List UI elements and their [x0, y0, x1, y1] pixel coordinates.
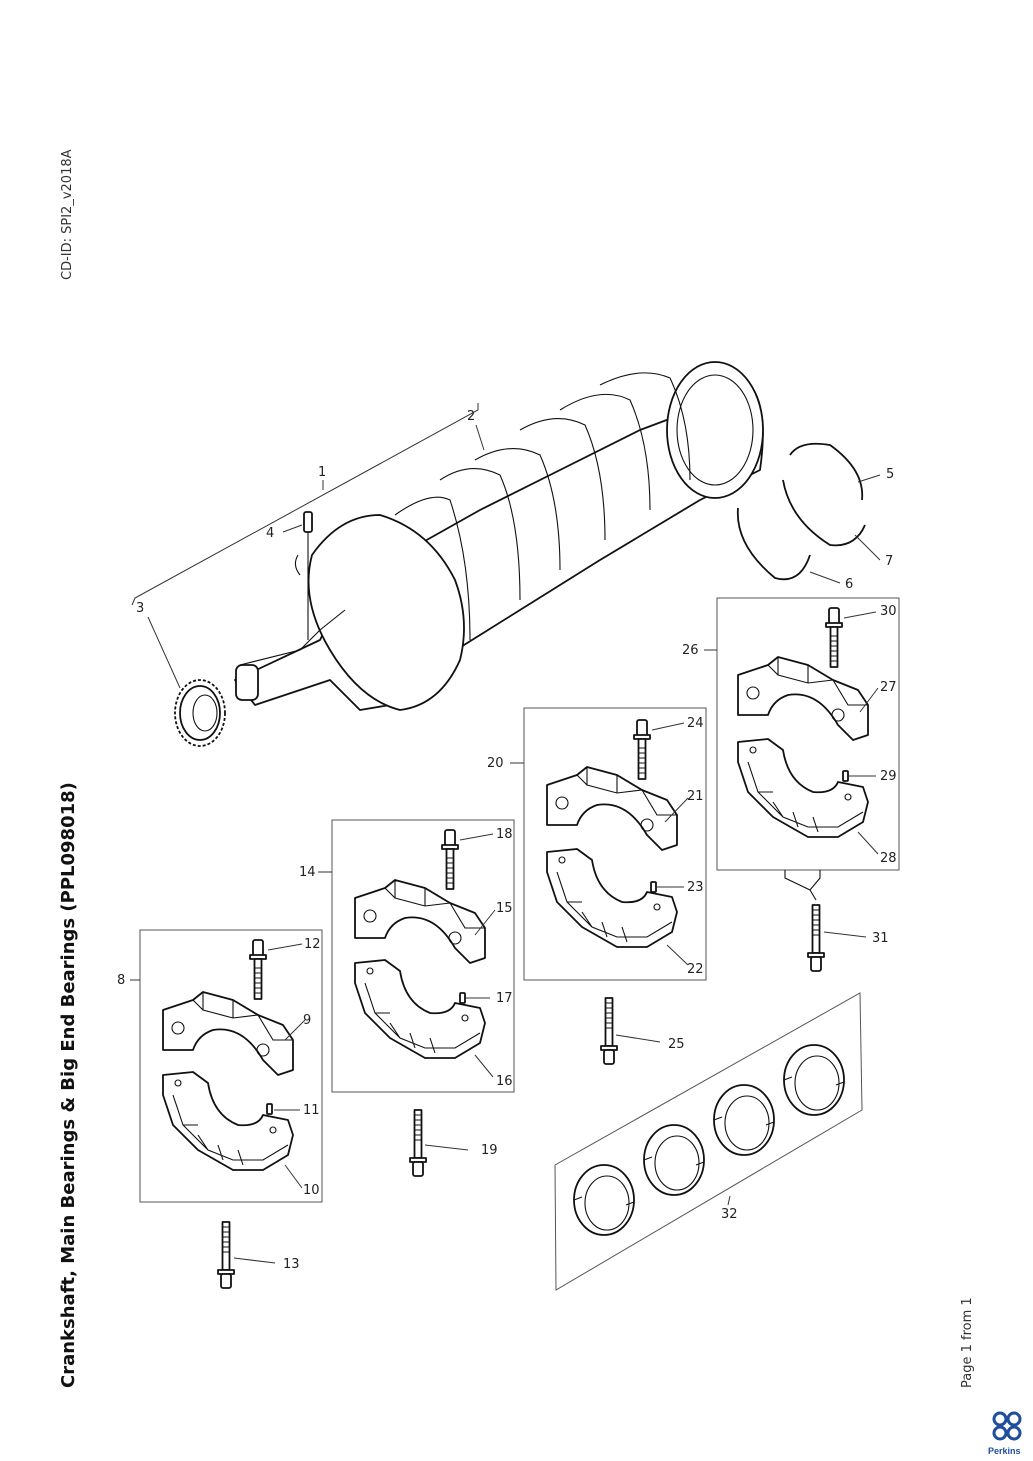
callout-10: 10 — [303, 1183, 320, 1198]
callout-14: 14 — [299, 865, 316, 880]
callout-17: 17 — [496, 991, 513, 1006]
callout-1: 1 — [318, 465, 326, 480]
callout-27: 27 — [880, 680, 897, 695]
callout-18: 18 — [496, 827, 513, 842]
cap-bolt — [441, 829, 459, 890]
perkins-logo-icon — [992, 1411, 1022, 1441]
callout-11: 11 — [303, 1103, 320, 1118]
dowel — [266, 1103, 273, 1115]
brand-name: Perkins — [988, 1446, 1021, 1456]
callout-16: 16 — [496, 1074, 513, 1089]
group-box-14 — [331, 819, 515, 1093]
callout-4: 4 — [266, 526, 274, 541]
callout-24: 24 — [687, 716, 704, 731]
callout-26: 26 — [682, 643, 699, 658]
callout-30: 30 — [880, 604, 897, 619]
callout-2: 2 — [467, 409, 475, 424]
main-bolt — [807, 904, 825, 972]
bearing-cap-upper — [354, 879, 486, 964]
callout-5: 5 — [886, 467, 894, 482]
bearing-cap-upper — [162, 991, 294, 1076]
timing-gear — [174, 679, 226, 747]
callout-6: 6 — [845, 577, 853, 592]
bearing-shell — [783, 1044, 845, 1116]
dowel — [650, 881, 657, 893]
bearing-cap-lower — [737, 738, 869, 838]
callout-7: 7 — [885, 554, 893, 569]
callout-8: 8 — [117, 973, 125, 988]
bearing-shell — [713, 1084, 775, 1156]
bearing-cap-lower — [162, 1071, 294, 1171]
dowel-pin — [303, 511, 313, 640]
callout-9-label: 12 — [304, 937, 321, 952]
callout-labels: 1 2 3 4 5 6 7 8 12 9 11 10 13 14 18 15 1… — [117, 409, 897, 1272]
callout-32: 32 — [721, 1207, 738, 1222]
group-box-8 — [139, 929, 323, 1203]
leader-lines — [130, 403, 881, 1264]
callout-31: 31 — [872, 931, 889, 946]
thrust-washers — [736, 442, 866, 581]
callout-29: 29 — [880, 769, 897, 784]
callout-21: 21 — [687, 789, 704, 804]
main-bolt — [409, 1109, 427, 1177]
callout-13: 13 — [283, 1257, 300, 1272]
group-box-32 — [554, 992, 863, 1291]
main-bolt — [217, 1221, 235, 1289]
bearing-cap-lower — [354, 959, 486, 1059]
bearing-shell — [573, 1164, 635, 1236]
cap-bolt — [633, 719, 651, 780]
cap-bolt — [249, 939, 267, 1000]
callout-20: 20 — [487, 756, 504, 771]
dowel — [842, 770, 849, 782]
callout-19: 19 — [481, 1143, 498, 1158]
group-box-20 — [523, 707, 707, 981]
callout-23: 23 — [687, 880, 704, 895]
callout-15: 15 — [496, 901, 513, 916]
bearing-cap-lower — [546, 848, 678, 948]
callout-25: 25 — [668, 1037, 685, 1052]
group-box-26 — [716, 597, 900, 871]
callout-22: 22 — [687, 962, 704, 977]
bearing-shell — [643, 1124, 705, 1196]
callout-9: 9 — [303, 1013, 311, 1028]
cap-bolt — [825, 607, 843, 668]
main-bolt — [600, 997, 618, 1065]
bearing-cap-upper — [546, 766, 678, 851]
bearing-cap-upper — [737, 656, 869, 741]
dowel — [459, 992, 466, 1004]
callout-28: 28 — [880, 851, 897, 866]
crankshaft — [234, 361, 764, 711]
callout-3: 3 — [136, 601, 144, 616]
